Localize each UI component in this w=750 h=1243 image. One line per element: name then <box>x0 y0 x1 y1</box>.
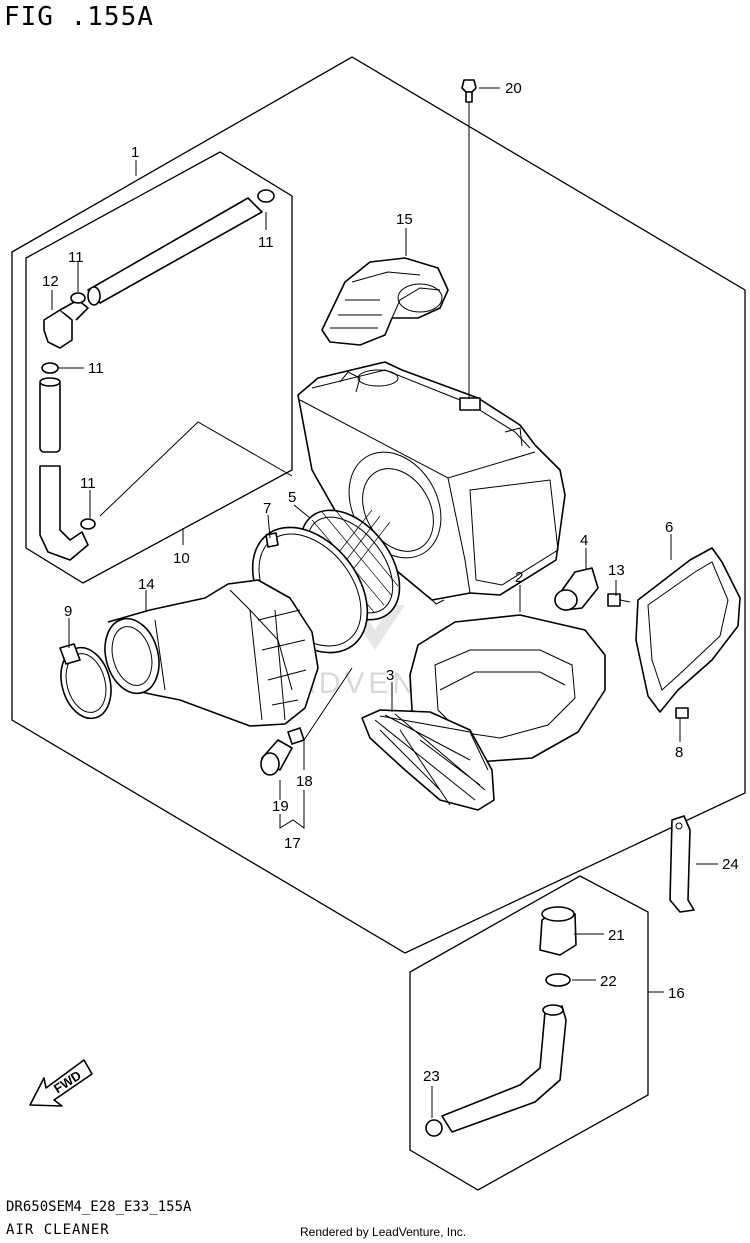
part-11-clamp-d <box>80 518 96 530</box>
part-upper-hose <box>87 197 263 306</box>
callout-5: 5 <box>288 489 296 506</box>
callout-21: 22 <box>600 973 617 990</box>
callout-13: 13 <box>608 562 625 579</box>
leader-lines <box>51 87 718 1118</box>
part-24-strap <box>669 815 695 913</box>
part-13-screw <box>607 593 631 607</box>
callout-11-mid: 11 <box>88 360 104 377</box>
callout-15: 14 <box>138 576 155 593</box>
callout-labels: 20 1 15 11 11 12 11 11 5 7 10 4 6 2 13 1… <box>42 80 739 1085</box>
callout-14: 15 <box>396 211 413 228</box>
part-12-elbow <box>43 299 89 349</box>
part-20-valve <box>539 906 577 956</box>
callout-9: 9 <box>64 603 72 620</box>
callout-16: 17 <box>284 835 301 852</box>
callout-6: 6 <box>665 519 673 536</box>
callout-24: 24 <box>722 856 739 873</box>
callout-22: 23 <box>423 1068 440 1085</box>
part-lower-hose <box>39 465 89 561</box>
callout-19: 16 <box>668 985 685 1002</box>
figure-title: FIG .155A <box>4 2 154 32</box>
part-7-screw <box>675 707 689 719</box>
callout-11-top: 11 <box>258 234 274 251</box>
part-22-clamp <box>425 1119 443 1137</box>
callout-23: 20 <box>505 80 522 97</box>
part-9-clamp <box>59 643 112 720</box>
part-6-cover <box>635 547 741 713</box>
section-name: AIR CLEANER <box>6 1222 110 1238</box>
part-11-clamp-b <box>257 189 275 203</box>
callout-17: 18 <box>296 773 313 790</box>
part-18-plug <box>260 739 293 776</box>
part-mid-hose <box>39 377 61 453</box>
part-11-clamp-a <box>70 292 86 304</box>
callout-8: 7 <box>263 500 271 517</box>
subassembly-19-frame <box>409 875 649 1191</box>
callout-1: 1 <box>131 144 139 161</box>
callout-2: 2 <box>515 569 523 586</box>
part-11-clamp-c <box>41 362 59 374</box>
callout-11-upper: 11 <box>68 249 84 266</box>
callout-3: 3 <box>386 667 394 684</box>
callout-7: 8 <box>675 744 683 761</box>
part-3-cage <box>361 709 495 811</box>
part-14-duct <box>321 257 449 346</box>
part-15-outlet-tube <box>104 579 319 727</box>
part-19-hose <box>441 1004 567 1133</box>
callout-20: 21 <box>608 927 625 944</box>
callout-18: 19 <box>272 798 289 815</box>
part-4-fitting <box>554 567 599 611</box>
model-code: DR650SEM4_E28_E33_155A <box>6 1199 192 1215</box>
main-group-frame <box>11 56 746 954</box>
subassembly-1-frame <box>25 151 293 584</box>
callout-11-lower: 11 <box>80 475 96 492</box>
callout-10: 10 <box>173 550 190 567</box>
callout-4: 4 <box>580 532 588 549</box>
part-23-bolt <box>461 79 477 103</box>
render-credit: Rendered by LeadVenture, Inc. <box>300 1225 467 1239</box>
fwd-arrow-icon: FWD <box>29 1059 93 1107</box>
part-21-clamp <box>545 973 571 987</box>
part-17-clip <box>287 727 305 745</box>
callout-12: 12 <box>42 273 59 290</box>
